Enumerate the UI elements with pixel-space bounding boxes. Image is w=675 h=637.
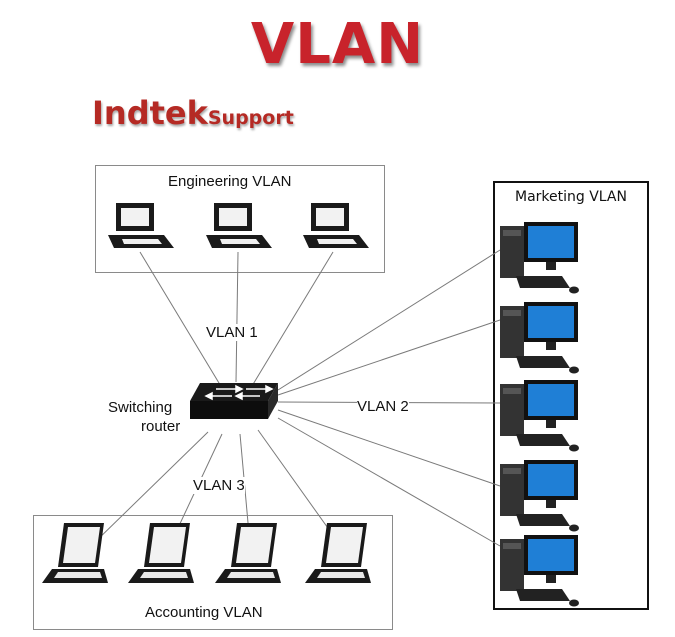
engineering-vlan-label: Engineering VLAN	[168, 173, 292, 190]
desktop-computer-icon	[206, 203, 272, 248]
connection-lines	[91, 249, 501, 547]
router-label-line2: router	[141, 418, 181, 435]
laptop-icon	[215, 523, 281, 583]
vlan3-label: VLAN 3	[193, 477, 245, 494]
laptop-icon	[305, 523, 371, 583]
vlan2-label: VLAN 2	[357, 398, 409, 415]
workstation-icon	[500, 222, 579, 294]
workstation-icon	[500, 380, 579, 452]
vlan1-label: VLAN 1	[206, 324, 258, 341]
brand-logo: IndtekSupport	[92, 94, 294, 132]
workstation-icon	[500, 460, 579, 532]
brand-sub: Support	[207, 107, 294, 129]
brand-main: Indtek	[92, 94, 208, 132]
laptop-icon	[42, 523, 108, 583]
workstation-icon	[500, 302, 579, 374]
laptop-icon	[128, 523, 194, 583]
desktop-computer-icon	[108, 203, 174, 248]
router-label-line1: Switching	[108, 399, 173, 416]
page-title: VLAN	[250, 12, 425, 77]
accounting-vlan-label: Accounting VLAN	[145, 604, 263, 621]
workstation-icon	[500, 535, 579, 607]
switch-router-icon	[190, 383, 278, 419]
desktop-computer-icon	[303, 203, 369, 248]
marketing-vlan-label: Marketing VLAN	[515, 189, 627, 205]
